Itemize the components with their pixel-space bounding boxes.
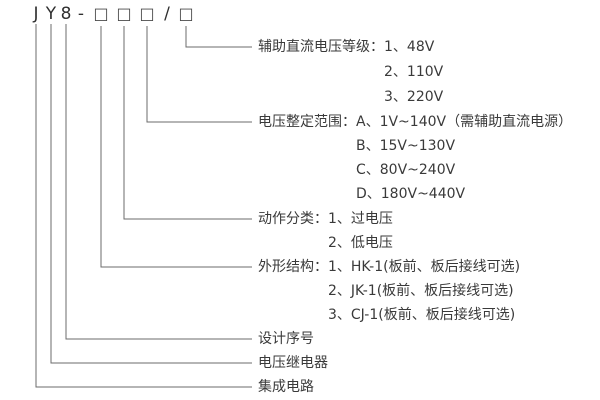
connector-design-serial: [65, 24, 252, 340]
code-box-range: □: [139, 4, 155, 23]
label-setting-range: 电压整定范围：A、1V~140V（需辅助直流电源）: [258, 114, 573, 130]
label-aux-dc-voltage-220v: 3、220V: [384, 89, 444, 105]
connector-aux-dc-voltage: [185, 26, 252, 48]
label-design-serial: 设计序号: [258, 331, 314, 347]
connector-setting-range: [146, 26, 252, 123]
label-shape-structure-cj1: 3、CJ-1(板前、板后接线可选): [328, 307, 516, 323]
code-char-y: Y: [45, 4, 57, 24]
code-box-action: □: [116, 4, 132, 23]
label-setting-range-d: D、180V~440V: [356, 186, 466, 202]
label-aux-dc-voltage-110v: 2、110V: [384, 64, 444, 80]
connector-action-class: [123, 26, 252, 220]
connector-shape-structure: [100, 26, 252, 268]
code-box-aux-voltage: □: [178, 4, 194, 23]
label-aux-dc-voltage: 辅助直流电压等级：1、48V: [258, 39, 435, 55]
label-setting-range-b: B、15V~130V: [356, 138, 456, 154]
connector-voltage-relay: [50, 24, 252, 364]
code-char-8: 8: [60, 4, 72, 24]
label-voltage-relay: 电压继电器: [258, 355, 328, 371]
label-setting-range-c: C、80V~240V: [356, 162, 456, 178]
code-char-dash: -: [77, 4, 85, 24]
label-action-class: 动作分类：1、过电压: [258, 211, 393, 227]
code-box-structure: □: [93, 4, 109, 23]
connector-integrated-circuit: [35, 24, 252, 388]
label-shape-structure: 外形结构：1、HK-1(板前、板后接线可选): [258, 259, 521, 275]
label-integrated-circuit: 集成电路: [258, 379, 314, 395]
code-char-j: J: [33, 4, 39, 24]
label-action-class-low: 2、低电压: [328, 235, 393, 251]
label-shape-structure-jk1: 2、JK-1(板前、板后接线可选): [328, 283, 514, 299]
code-char-slash: /: [164, 4, 170, 24]
